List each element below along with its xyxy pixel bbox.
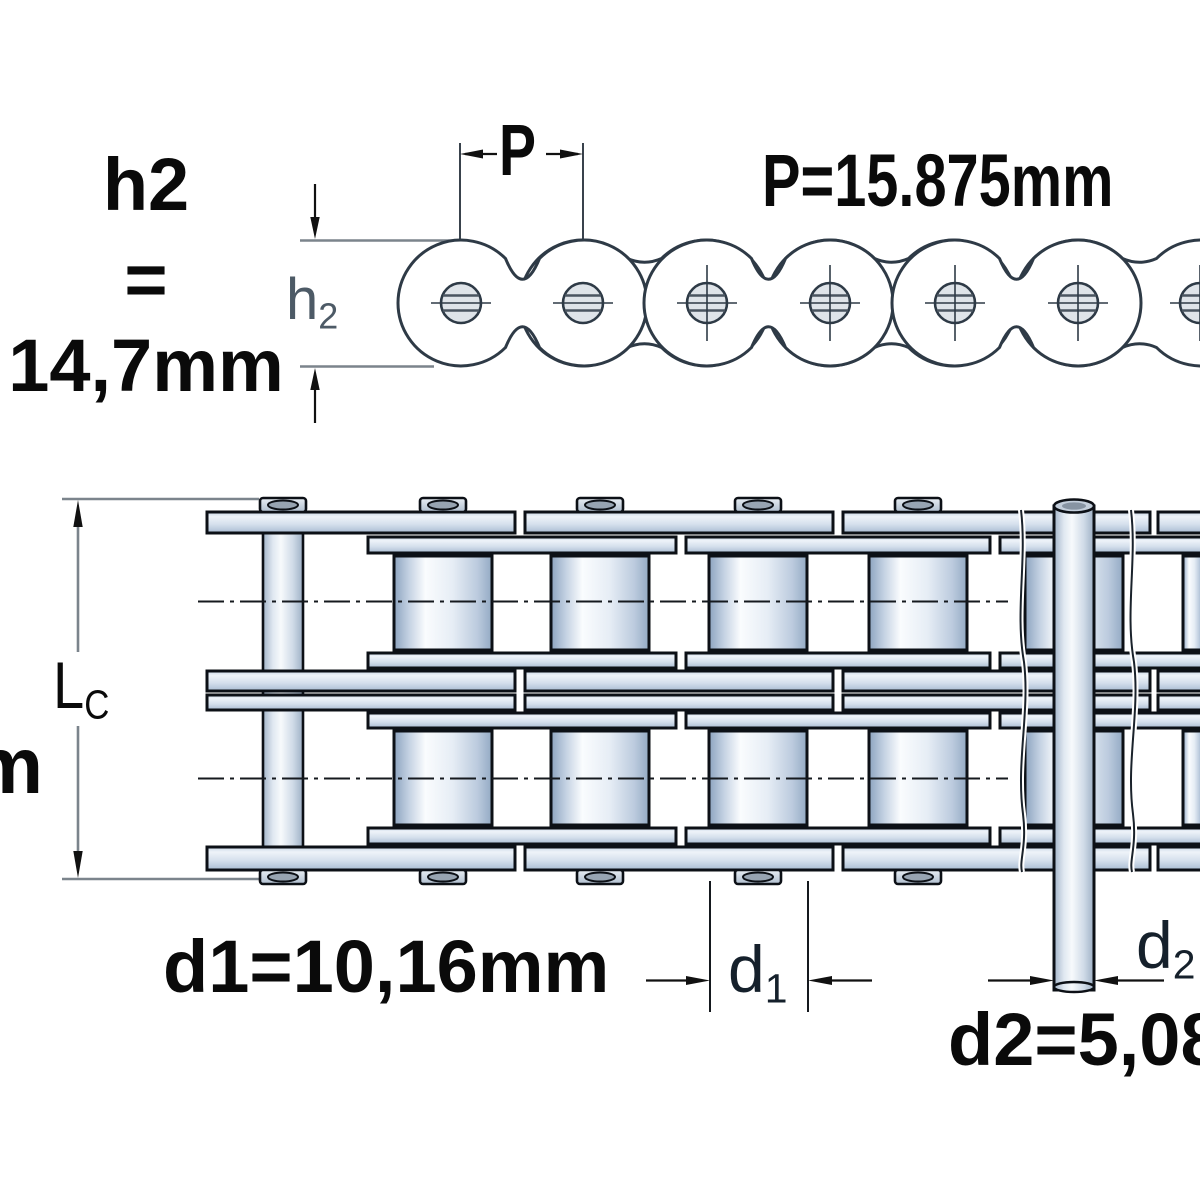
rollers [392,554,1200,827]
inner-link-plates [396,238,1143,368]
d1-dimension [646,881,872,1012]
h2-callout-line3: 14,7mm [8,324,284,407]
h2-callout-line1: h2 [102,143,190,226]
pitch-callout: P=15.875mm [762,139,1114,222]
d1-callout: d1=10,16mm [163,925,610,1008]
pitch-dimension-arrows [460,149,583,159]
h2-dimension-arrows [310,184,320,423]
side-view-chain [300,143,1200,423]
row-centre-lines [198,600,1008,780]
plan-view-duplex-chain [62,496,1200,1012]
lc-extension-lines [62,497,259,881]
break-lines [1017,509,1139,873]
d1-tag: d1 [728,932,788,1012]
h2-extension-lines [300,239,458,368]
extended-connecting-pin [1052,498,1096,994]
outer-plates [205,510,1200,872]
d2-tag: d2 [1136,908,1196,988]
h2-callout-line2: = [124,238,168,321]
d2-callout: d2=5,08mm [948,998,1200,1081]
lc-tag: LC [53,648,110,728]
lc-dimension-line [73,500,83,878]
chain-pins [429,265,1200,341]
inner-plates [366,535,1200,846]
left-truncated-text: m [0,721,44,810]
h2-tag: h2 [286,267,339,337]
pitch-tag: P [499,111,536,191]
d2-dimension [988,976,1164,985]
